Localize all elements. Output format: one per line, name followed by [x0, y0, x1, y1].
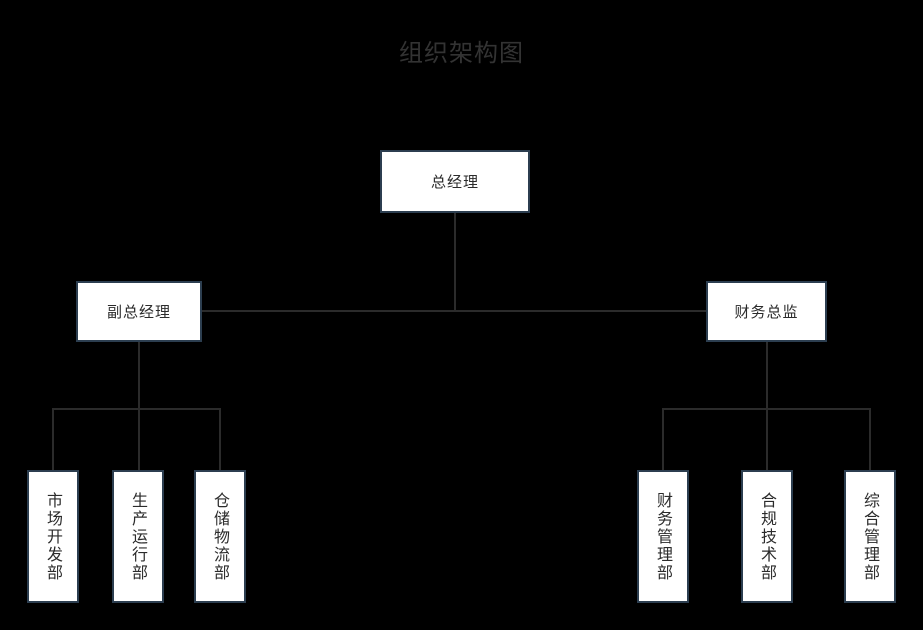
connector-cfo-down [766, 342, 768, 410]
node-finance-director-label: 财务总监 [734, 302, 799, 321]
connector-finance-drop [662, 408, 664, 470]
page-title: 组织架构图 [399, 39, 524, 67]
connector-compliance-drop [766, 408, 768, 470]
node-production-operations-dept[interactable]: 生产运行部 [112, 470, 164, 603]
connector-general-drop [869, 408, 871, 470]
node-general-management-dept[interactable]: 综合管理部 [844, 470, 896, 603]
connector-logistics-drop [219, 408, 221, 470]
node-general-manager-label: 总经理 [430, 172, 479, 191]
connector-prod-drop [138, 408, 140, 470]
node-finance-management-dept-label: 财务管理部 [654, 491, 673, 582]
node-general-management-dept-label: 综合管理部 [861, 491, 880, 582]
connector-deputy-gm-down [138, 342, 140, 410]
node-finance-management-dept[interactable]: 财务管理部 [637, 470, 689, 603]
node-market-development-dept[interactable]: 市场开发部 [27, 470, 79, 603]
node-warehouse-logistics-dept[interactable]: 仓储物流部 [194, 470, 246, 603]
connector-market-drop [52, 408, 54, 470]
node-deputy-general-manager-label: 副总经理 [106, 302, 171, 321]
node-compliance-technology-dept[interactable]: 合规技术部 [741, 470, 793, 603]
connector-left-group-bus [52, 408, 220, 410]
node-deputy-general-manager[interactable]: 副总经理 [76, 281, 202, 342]
node-general-manager[interactable]: 总经理 [380, 150, 530, 213]
node-finance-director[interactable]: 财务总监 [706, 281, 827, 342]
connector-gm-down [454, 212, 456, 311]
node-warehouse-logistics-dept-label: 仓储物流部 [211, 491, 230, 582]
node-market-development-dept-label: 市场开发部 [44, 491, 63, 582]
node-compliance-technology-dept-label: 合规技术部 [758, 491, 777, 582]
node-production-operations-dept-label: 生产运行部 [129, 491, 148, 582]
connector-level2-bus [202, 310, 706, 312]
